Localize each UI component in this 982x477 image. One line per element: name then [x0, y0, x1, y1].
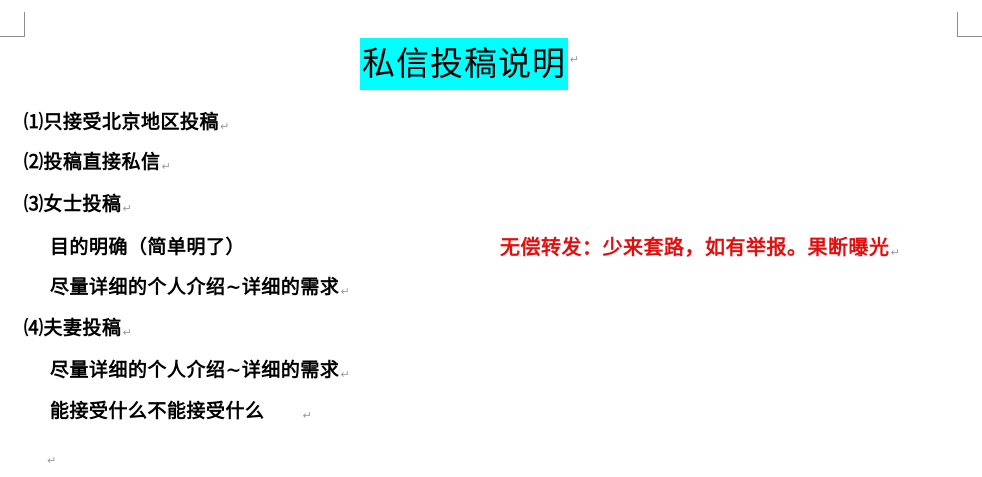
paragraph-mark-icon: ↵	[569, 53, 580, 66]
paragraph-mark-icon: ↵	[340, 285, 351, 298]
document-title: 私信投稿说明↵	[360, 38, 579, 90]
empty-paragraph: ↵	[46, 444, 57, 473]
paragraph-mark-icon: ↵	[220, 120, 230, 133]
paragraph-mark-icon: ↵	[161, 160, 172, 173]
list-item-4: ⑷夫妻投稿↵	[24, 317, 133, 339]
list-item-1: ⑴只接受北京地区投稿↵	[24, 111, 230, 133]
list-item-3: ⑶女士投稿↵	[24, 193, 133, 215]
paragraph-mark-icon: ↵	[340, 368, 351, 381]
paragraph-mark-icon: ↵	[890, 246, 901, 259]
page-corner-mark-top-left	[0, 12, 25, 37]
notice-text: 无偿转发：少来套路，如有举报。果断曝光↵	[500, 235, 901, 259]
paragraph-mark-icon: ↵	[47, 454, 57, 467]
page-corner-mark-top-right	[957, 12, 982, 37]
sub-item-details-couples: 尽量详细的个人介绍~详细的需求↵	[50, 359, 351, 381]
list-item-2: ⑵投稿直接私信↵	[24, 151, 172, 173]
sub-item-clear-purpose: 目的明确（简单明了）	[50, 236, 246, 258]
paragraph-mark-icon: ↵	[302, 409, 313, 422]
sub-item-details-women: 尽量详细的个人介绍~详细的需求↵	[50, 276, 351, 298]
paragraph-mark-icon: ↵	[122, 202, 133, 215]
paragraph-mark-icon: ↵	[122, 326, 133, 339]
title-text: 私信投稿说明	[362, 44, 566, 83]
sub-item-accept: 能接受什么不能接受什么↵	[50, 400, 313, 422]
